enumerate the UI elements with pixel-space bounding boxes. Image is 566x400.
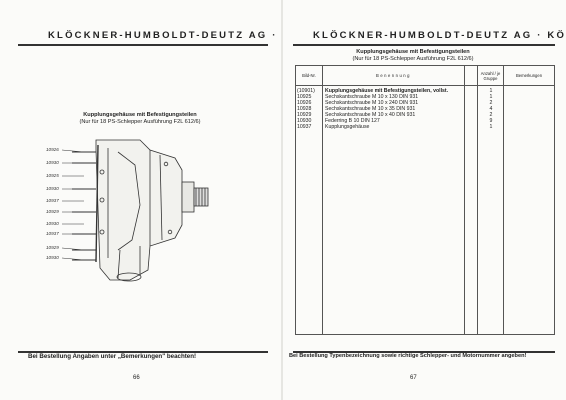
callout-label: 10930 [46,255,59,260]
table-row: 10926 Sechskantschraube M 10 x 240 DIN 9… [297,100,493,106]
figure-title: Kupplungsgehäuse mit Befestigungsteilen [83,112,197,118]
figure-subtitle: (Nur für 18 PS-Schlepper Ausführung F2L … [79,119,201,125]
right-page: KLÖCKNER-HUMBOLDT-DEUTZ AG · KÖLN Kupplu… [283,0,566,400]
page-footer: Bei Bestellung Typenbezeichnung sowie ri… [289,353,527,359]
callout-label: 10937 [46,198,59,203]
table-row: 10929 Sechskantschraube M 10 x 40 DIN 93… [297,112,493,118]
callout-label: 10926 [46,147,59,152]
clutch-housing-drawing [61,139,209,282]
table-row: 10925 Sechskantschraube M 10 x 130 DIN 9… [297,94,493,100]
table-title: Kupplungsgehäuse mit Befestigungsteilen [356,49,470,55]
footer-rule [293,351,555,353]
callout-label: 10930 [46,160,59,165]
page-number: 67 [410,375,417,381]
table-row: 10937 Kupplungsgehäuse 1 [297,124,493,130]
parts-table: Bild-Nr. Benennung Anzahl / je Gruppe Be… [295,65,555,335]
footer-rule [18,351,268,353]
page-header: KLÖCKNER-HUMBOLDT-DEUTZ AG · KÖLN [48,30,319,41]
table-header [296,66,554,86]
callout-label: 10930 [46,221,59,226]
col-anzahl: Anzahl / je Gruppe [480,70,501,81]
header-rule [18,44,268,46]
left-page: KLÖCKNER-HUMBOLDT-DEUTZ AG · KÖLN Kupplu… [0,0,316,400]
table-row: 10928 Sechskantschraube M 10 x 35 DIN 93… [297,106,493,112]
header-rule [293,44,555,46]
table-subtitle: (Nur für 18 PS-Schlepper Ausführung F2L … [352,56,474,62]
callout-label: 10937 [46,231,59,236]
table-row: (10901) Kupplungsgehäuse mit Befestigung… [297,88,493,94]
callout-label: 10925 [46,173,59,178]
callout-label: 10929 [46,209,59,214]
col-bild-nr: Bild-Nr. [302,73,316,78]
col-bemerkungen: Bemerkungen [515,73,543,78]
page-number: 66 [133,375,140,381]
col-benennung: Benennung [376,73,411,78]
page-footer: Bei Bestellung Angaben unter „Bemerkunge… [28,353,197,360]
table-row: 10930 Federring B 10 DIN 127 9 [297,118,493,124]
callout-label: 10929 [46,245,59,250]
page-header: KLÖCKNER-HUMBOLDT-DEUTZ AG · KÖLN [313,30,566,41]
book-gutter [281,0,283,400]
callout-label: 10930 [46,186,59,191]
